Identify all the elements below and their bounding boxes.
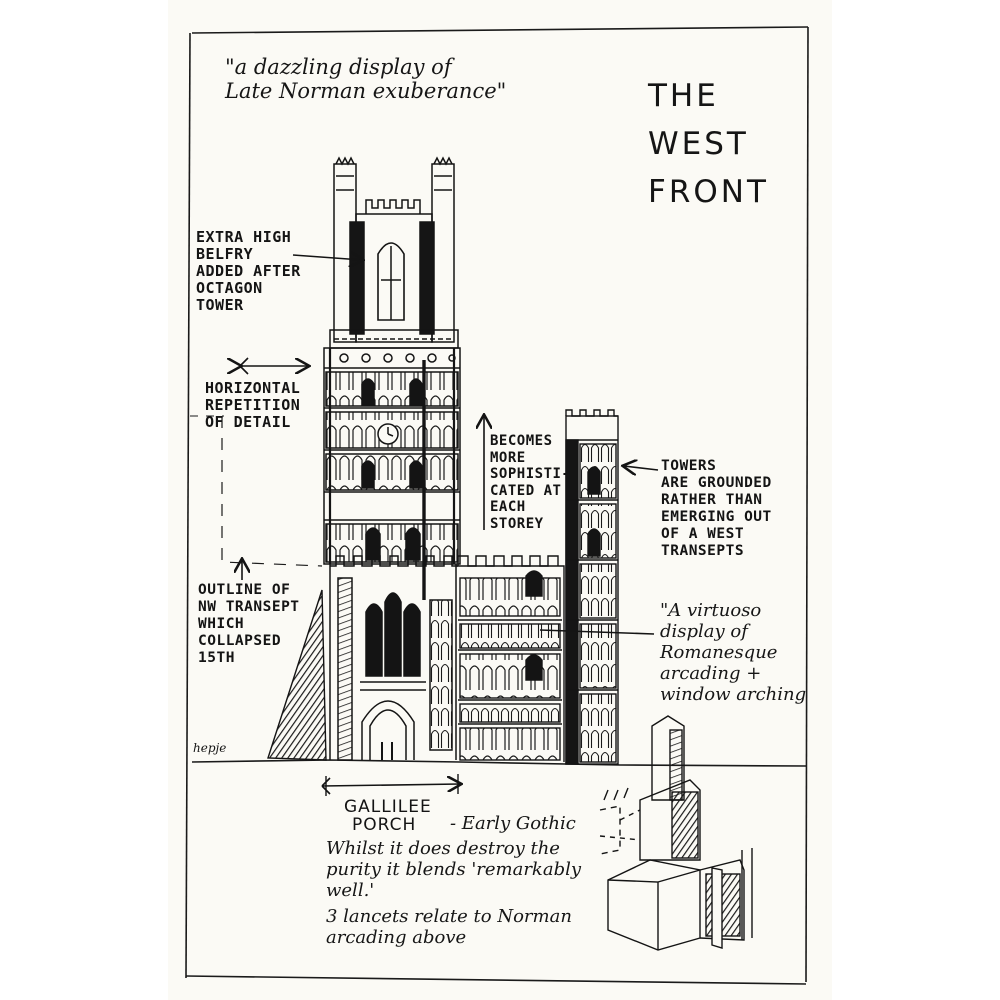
south-west-transept (456, 555, 565, 762)
ground-line (191, 759, 807, 767)
early-gothic-label: - Early Gothic (450, 813, 576, 834)
galilee-label: GALLILEE (344, 797, 432, 817)
horizontal-note: HORIZONTAL REPETITION OF DETAIL (205, 379, 301, 431)
galilee-double-arrow (321, 784, 460, 786)
sketch-frame (185, 26, 809, 985)
west-tower (323, 156, 461, 761)
transept-outline-dashed (221, 416, 323, 567)
whilst-note: Whilst it does destroy the purity it ble… (326, 838, 582, 901)
page-title: THE WEST FRONT (648, 78, 769, 210)
transept-note: OUTLINE OF NW TRANSEPT WHICH COLLAPSED 1… (198, 582, 300, 666)
belfry-note: EXTRA HIGH BELFRY ADDED AFTER OCTAGON TO… (196, 228, 301, 314)
virtuoso-leader (539, 629, 655, 635)
lancets-note: 3 lancets relate to Norman arcading abov… (326, 906, 572, 948)
annotation-arrows (240, 255, 659, 796)
towers-note: TOWERS ARE GROUNDED RATHER THAN EMERGING… (661, 458, 772, 559)
massing-diagram (599, 715, 753, 951)
belfry-leader (292, 255, 362, 260)
virtuoso-note: "A virtuoso display of Romanesque arcadi… (660, 600, 807, 705)
storey-note: BECOMES MORE SOPHISTI- CATED AT EACH STO… (490, 433, 571, 532)
artist-signature: hepje (193, 741, 227, 755)
south-tower (565, 409, 619, 765)
porch-label: PORCH (352, 815, 417, 835)
arrow-left-icon (624, 466, 659, 470)
sketchbook-paper (168, 0, 832, 1000)
collapsed-transept-hatch (267, 589, 327, 761)
top-quote: "a dazzling display of Late Norman exube… (225, 55, 507, 103)
